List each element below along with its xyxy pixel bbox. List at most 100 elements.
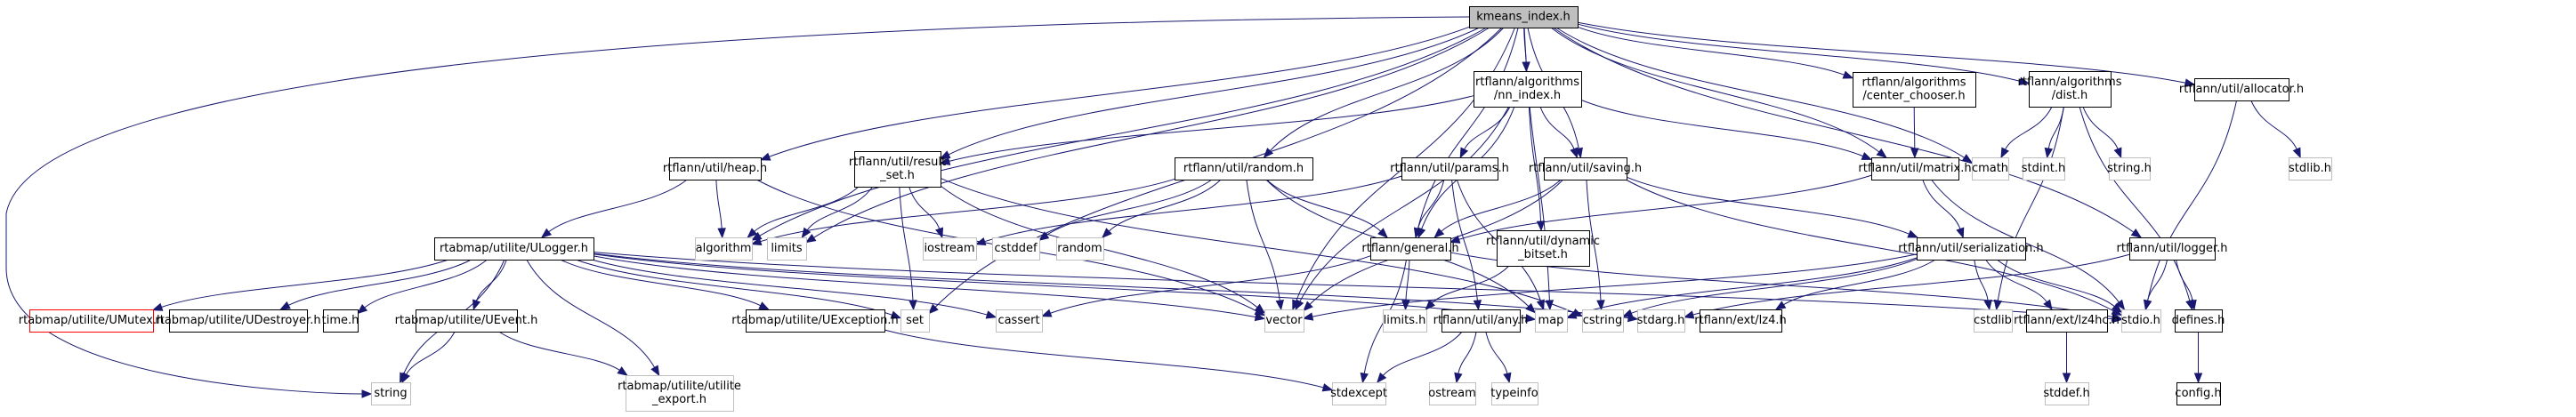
- node-box: [2121, 309, 2161, 333]
- node-lz4hc[interactable]: rtflann/ext/lz4hc.h: [2014, 309, 2120, 333]
- node-random-h[interactable]: rtflann/util/random.h: [1175, 157, 1313, 180]
- node-general[interactable]: rtflann/general.h: [1361, 237, 1459, 261]
- node-map: map: [1535, 309, 1568, 333]
- node-label: rtflann/algorithms: [2018, 76, 2122, 89]
- arrowhead-icon: [1425, 300, 1436, 310]
- node-vector: vector: [1264, 309, 1304, 333]
- node-udestroyer[interactable]: rtabmap/utilite/UDestroyer.h: [155, 309, 321, 333]
- edge-nn-index-to-params: [1463, 106, 1511, 151]
- node-any[interactable]: rtflann/util/any.h: [1433, 309, 1529, 333]
- arrowhead-icon: [2018, 76, 2031, 85]
- edge-result-set-to-limits: [806, 186, 874, 231]
- node-box: [323, 309, 359, 333]
- node-random: random: [1056, 237, 1104, 261]
- node-box: [1497, 230, 1590, 267]
- node-dist[interactable]: rtflann/algorithms/dist.h: [2018, 71, 2122, 108]
- edge-ulogger-to-cassert: [591, 259, 989, 316]
- arrowhead-icon: [1596, 300, 1605, 311]
- arrowhead-icon: [1861, 152, 1873, 160]
- node-nn-index[interactable]: rtflann/algorithms/nn_index.h: [1474, 71, 1582, 108]
- edge-result-set-to-set: [899, 186, 914, 302]
- edge-params-to-iostream: [983, 175, 1402, 243]
- node-box: [2045, 382, 2089, 405]
- arrowhead-icon: [939, 156, 951, 165]
- node-label: random: [1057, 242, 1102, 255]
- edge-nn-index-to-result-set: [948, 95, 1474, 163]
- edge-ulogger-to-utilite-export: [526, 259, 656, 369]
- node-center-chooser[interactable]: rtflann/algorithms/center_chooser.h: [1853, 72, 1976, 108]
- edge-any-to-stdexcept: [1382, 331, 1463, 377]
- node-label: stddef.h: [2043, 387, 2089, 400]
- edge-kmeans-to-allocator: [1577, 21, 2187, 84]
- node-box: [1474, 71, 1582, 108]
- node-label: /dist.h: [2052, 89, 2088, 102]
- node-label: stdint.h: [2022, 162, 2065, 175]
- node-serialization[interactable]: rtflann/util/serialization.h: [1898, 237, 2044, 261]
- node-label: stdarg.h: [1637, 314, 1685, 327]
- node-label: cstddef: [994, 242, 1038, 255]
- node-umutex[interactable]: rtabmap/utilite/UMutex.h: [19, 309, 164, 333]
- node-box: [2289, 157, 2332, 180]
- edge-random-h-to-random: [1108, 179, 1222, 233]
- node-label: rtflann/ext/lz4hc.h: [2014, 314, 2120, 327]
- node-saving[interactable]: rtflann/util/saving.h: [1529, 157, 1642, 180]
- edge-random-h-to-cstddef: [1046, 179, 1213, 237]
- edge-ulogger-to-set: [575, 259, 893, 317]
- node-label: set: [906, 314, 924, 327]
- node-label: rtflann/util/saving.h: [1529, 162, 1642, 175]
- node-box: [626, 375, 734, 412]
- node-label: vector: [1265, 314, 1303, 327]
- node-uexception[interactable]: rtabmap/utilite/UException.h: [731, 309, 899, 333]
- edge-kmeans-to-center-chooser: [1577, 26, 1845, 76]
- arrowhead-icon: [801, 227, 812, 239]
- node-box: [996, 309, 1043, 333]
- arrowhead-icon: [1524, 314, 1537, 323]
- node-box: [746, 309, 885, 333]
- edge-random-h-to-general: [1266, 179, 1382, 233]
- edge-ulogger-to-uevent: [475, 259, 507, 302]
- node-stdlib: stdlib.h: [2289, 157, 2332, 180]
- node-label: rtflann/util/allocator.h: [2179, 83, 2304, 96]
- edge-ulogger-to-map: [593, 253, 1528, 319]
- edge-logger-to-stdarg: [1692, 253, 2130, 316]
- node-kmeans[interactable]: kmeans_index.h: [1469, 6, 1579, 28]
- node-dynamic-bitset[interactable]: rtflann/util/dynamic_bitset.h: [1486, 230, 1600, 267]
- node-stdint: stdint.h: [2022, 157, 2065, 180]
- node-box: [29, 309, 154, 333]
- edge-serialization-to-map: [1574, 257, 1918, 316]
- arrowhead-icon: [1414, 227, 1423, 239]
- node-result-set[interactable]: rtflann/util/result_set.h: [849, 151, 946, 188]
- node-box: [1700, 309, 1782, 333]
- arrowhead-icon: [2143, 299, 2152, 311]
- node-defines[interactable]: defines.h: [2172, 309, 2225, 333]
- node-params[interactable]: rtflann/util/params.h: [1390, 157, 1509, 180]
- node-label: config.h: [2175, 387, 2221, 400]
- edge-heap-to-algorithm: [715, 179, 723, 230]
- arrowhead-icon: [1621, 309, 1634, 317]
- edge-serialization-to-lz4: [1782, 259, 1936, 306]
- node-config[interactable]: config.h: [2175, 382, 2222, 405]
- node-matrix[interactable]: rtflann/util/matrix.h: [1858, 157, 1972, 180]
- node-uevent[interactable]: rtabmap/utilite/UEvent.h: [395, 309, 538, 333]
- edge-matrix-to-general: [1458, 174, 1872, 241]
- nodes-layer: kmeans_index.h rtflann/algorithms/nn_inde…: [19, 6, 2332, 412]
- node-box: [1469, 6, 1579, 28]
- node-logger[interactable]: rtflann/util/logger.h: [2117, 237, 2228, 261]
- edge-serialization-to-stdio: [1997, 259, 2116, 308]
- node-label: rtflann/util/dynamic: [1486, 235, 1600, 248]
- node-box: [371, 382, 411, 405]
- node-box: [1401, 157, 1498, 180]
- node-time[interactable]: time.h: [322, 309, 359, 333]
- node-limits: limits: [767, 237, 807, 261]
- node-ulogger[interactable]: rtabmap/utilite/ULogger.h: [434, 237, 594, 261]
- node-label: _set.h: [879, 169, 915, 182]
- node-lz4[interactable]: rtflann/ext/lz4.h: [1694, 309, 1787, 333]
- edge-kmeans-to-heap: [768, 26, 1470, 158]
- edge-kmeans-to-dist: [1577, 23, 2022, 83]
- arrowhead-icon: [935, 227, 944, 239]
- node-allocator[interactable]: rtflann/util/allocator.h: [2179, 78, 2304, 101]
- arrowhead-icon: [617, 366, 628, 376]
- node-heap[interactable]: rtflann/util/heap.h: [663, 157, 767, 180]
- arrowhead-icon: [2062, 373, 2071, 384]
- arrowhead-icon: [472, 299, 481, 311]
